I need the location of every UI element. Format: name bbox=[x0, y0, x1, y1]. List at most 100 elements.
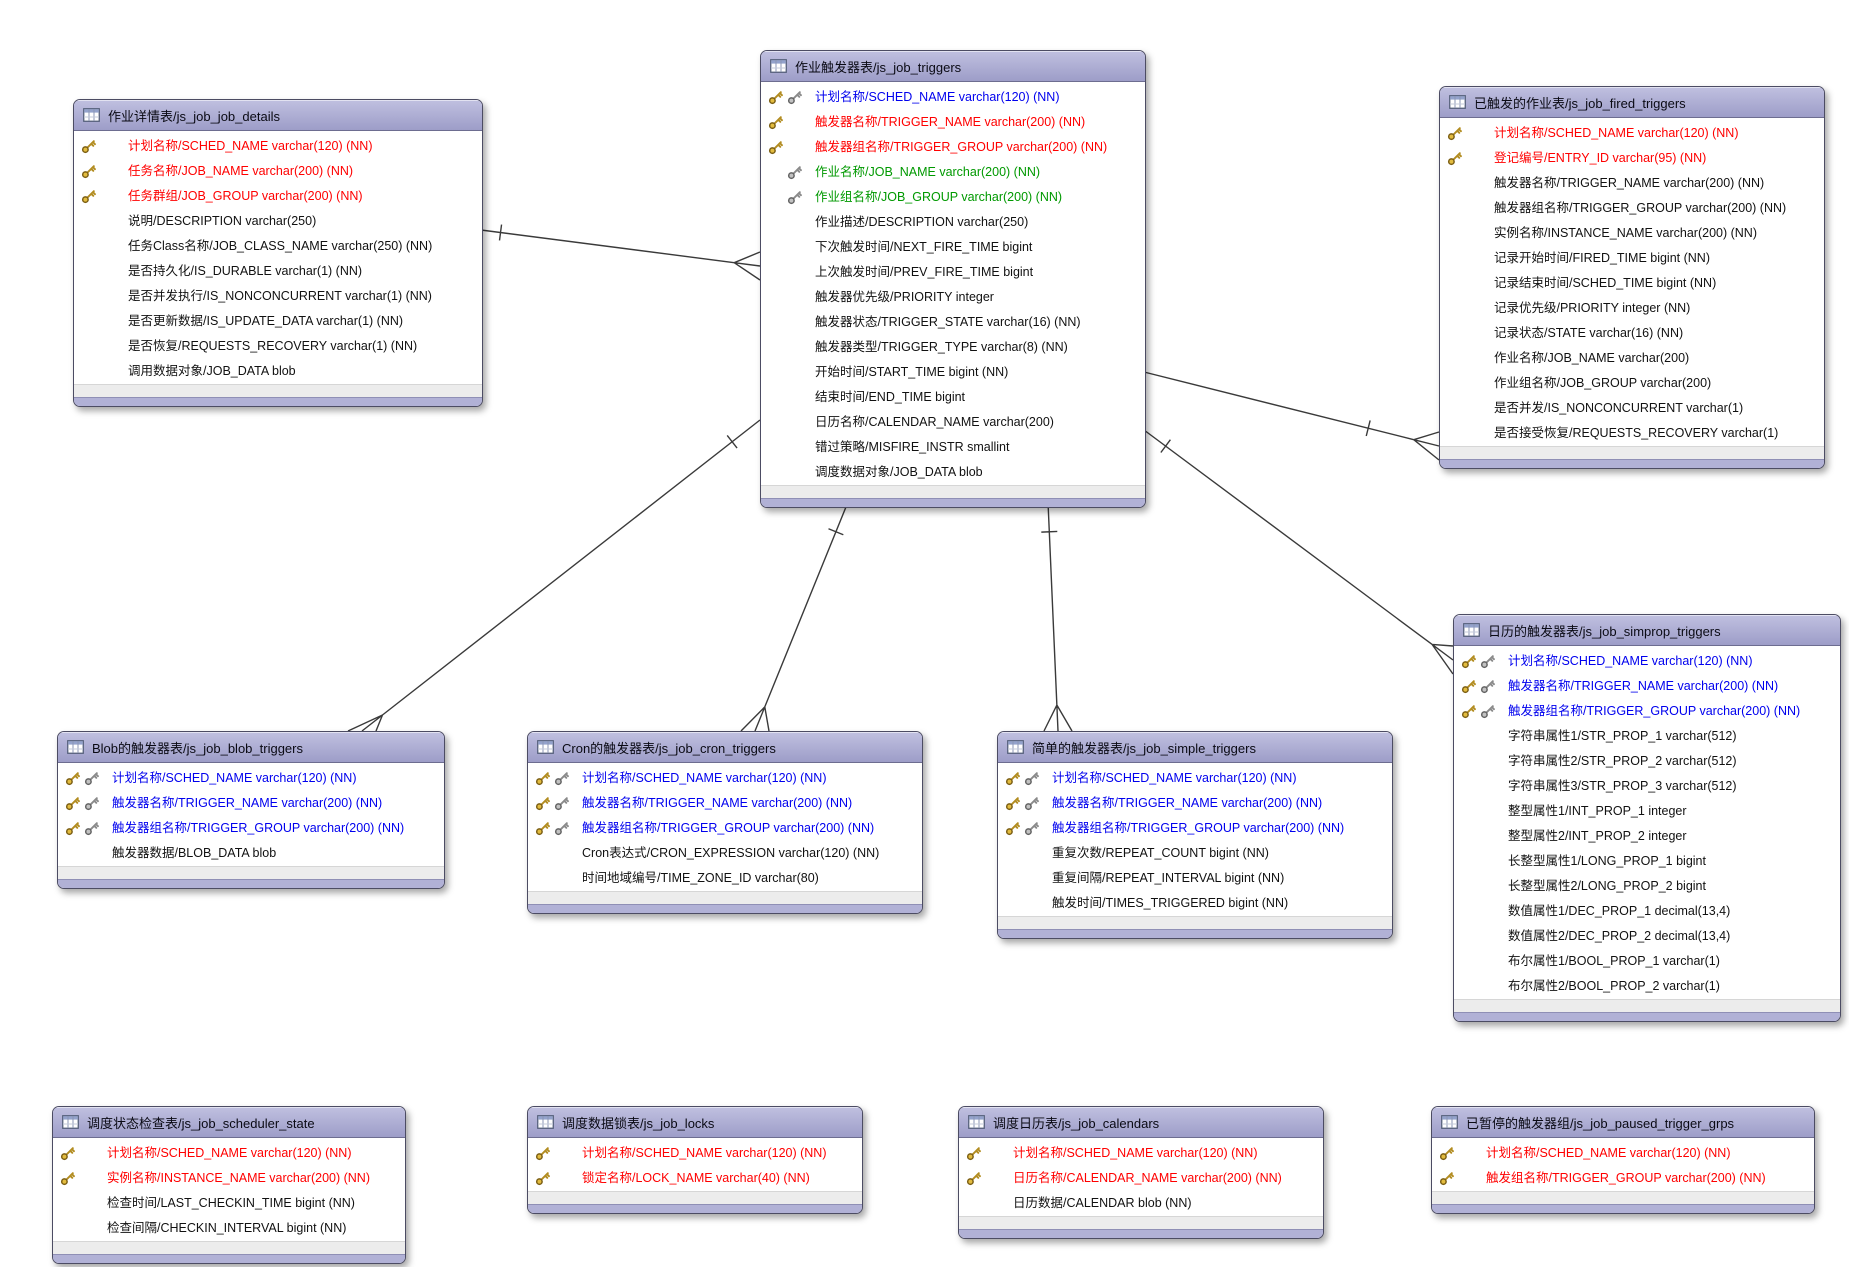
table-field-row[interactable]: 触发器组名称/TRIGGER_GROUP varchar(200) (NN) bbox=[761, 135, 1145, 160]
table-header[interactable]: 调度日历表/js_job_calendars bbox=[959, 1107, 1323, 1138]
table-field-row[interactable]: 计划名称/SCHED_NAME varchar(120) (NN) bbox=[1454, 649, 1840, 674]
table-field-row[interactable]: 记录状态/STATE varchar(16) (NN) bbox=[1440, 321, 1824, 346]
table-field-row[interactable]: 记录开始时间/FIRED_TIME bigint (NN) bbox=[1440, 246, 1824, 271]
table-paused_trigger_grps[interactable]: 已暂停的触发器组/js_job_paused_trigger_grps 计划名称… bbox=[1431, 1106, 1815, 1214]
table-field-row[interactable]: 日历名称/CALENDAR_NAME varchar(200) bbox=[761, 410, 1145, 435]
table-field-row[interactable]: 下次触发时间/NEXT_FIRE_TIME bigint bbox=[761, 235, 1145, 260]
table-field-row[interactable]: 记录结束时间/SCHED_TIME bigint (NN) bbox=[1440, 271, 1824, 296]
table-field-row[interactable]: 是否更新数据/IS_UPDATE_DATA varchar(1) (NN) bbox=[74, 309, 482, 334]
table-field-row[interactable]: 重复间隔/REPEAT_INTERVAL bigint (NN) bbox=[998, 866, 1392, 891]
table-field-row[interactable]: 实例名称/INSTANCE_NAME varchar(200) (NN) bbox=[1440, 221, 1824, 246]
table-field-row[interactable]: 触发器组名称/TRIGGER_GROUP varchar(200) (NN) bbox=[1440, 196, 1824, 221]
table-field-row[interactable]: 计划名称/SCHED_NAME varchar(120) (NN) bbox=[528, 1141, 862, 1166]
table-field-row[interactable]: 任务群组/JOB_GROUP varchar(200) (NN) bbox=[74, 184, 482, 209]
table-field-row[interactable]: 登记编号/ENTRY_ID varchar(95) (NN) bbox=[1440, 146, 1824, 171]
table-field-row[interactable]: 是否恢复/REQUESTS_RECOVERY varchar(1) (NN) bbox=[74, 334, 482, 359]
table-header[interactable]: 调度数据锁表/js_job_locks bbox=[528, 1107, 862, 1138]
table-field-row[interactable]: 任务Class名称/JOB_CLASS_NAME varchar(250) (N… bbox=[74, 234, 482, 259]
table-field-row[interactable]: 触发器名称/TRIGGER_NAME varchar(200) (NN) bbox=[1440, 171, 1824, 196]
table-header[interactable]: 作业触发器表/js_job_triggers bbox=[761, 51, 1145, 82]
table-field-row[interactable]: 触发器名称/TRIGGER_NAME varchar(200) (NN) bbox=[528, 791, 922, 816]
table-header[interactable]: 日历的触发器表/js_job_simprop_triggers bbox=[1454, 615, 1840, 646]
table-simprop_triggers[interactable]: 日历的触发器表/js_job_simprop_triggers 计划名称/SCH… bbox=[1453, 614, 1841, 1022]
table-field-row[interactable]: 是否持久化/IS_DURABLE varchar(1) (NN) bbox=[74, 259, 482, 284]
table-field-row[interactable]: 计划名称/SCHED_NAME varchar(120) (NN) bbox=[998, 766, 1392, 791]
table-field-row[interactable]: 计划名称/SCHED_NAME varchar(120) (NN) bbox=[1440, 121, 1824, 146]
table-calendars[interactable]: 调度日历表/js_job_calendars 计划名称/SCHED_NAME v… bbox=[958, 1106, 1324, 1239]
table-field-row[interactable]: 数值属性1/DEC_PROP_1 decimal(13,4) bbox=[1454, 899, 1840, 924]
table-field-row[interactable]: 触发组名称/TRIGGER_GROUP varchar(200) (NN) bbox=[1432, 1166, 1814, 1191]
table-locks[interactable]: 调度数据锁表/js_job_locks 计划名称/SCHED_NAME varc… bbox=[527, 1106, 863, 1214]
table-header[interactable]: 简单的触发器表/js_job_simple_triggers bbox=[998, 732, 1392, 763]
table-field-row[interactable]: 字符串属性2/STR_PROP_2 varchar(512) bbox=[1454, 749, 1840, 774]
table-field-row[interactable]: 长整型属性2/LONG_PROP_2 bigint bbox=[1454, 874, 1840, 899]
table-field-row[interactable]: Cron表达式/CRON_EXPRESSION varchar(120) (NN… bbox=[528, 841, 922, 866]
table-field-row[interactable]: 作业描述/DESCRIPTION varchar(250) bbox=[761, 210, 1145, 235]
table-field-row[interactable]: 检查间隔/CHECKIN_INTERVAL bigint (NN) bbox=[53, 1216, 405, 1241]
table-header[interactable]: 作业详情表/js_job_job_details bbox=[74, 100, 482, 131]
table-field-row[interactable]: 计划名称/SCHED_NAME varchar(120) (NN) bbox=[959, 1141, 1323, 1166]
table-header[interactable]: Blob的触发器表/js_job_blob_triggers bbox=[58, 732, 444, 763]
table-field-row[interactable]: 触发器类型/TRIGGER_TYPE varchar(8) (NN) bbox=[761, 335, 1145, 360]
table-header[interactable]: 已暂停的触发器组/js_job_paused_trigger_grps bbox=[1432, 1107, 1814, 1138]
table-field-row[interactable]: 日历数据/CALENDAR blob (NN) bbox=[959, 1191, 1323, 1216]
table-field-row[interactable]: 是否并发执行/IS_NONCONCURRENT varchar(1) (NN) bbox=[74, 284, 482, 309]
table-field-row[interactable]: 整型属性1/INT_PROP_1 integer bbox=[1454, 799, 1840, 824]
table-field-row[interactable]: 记录优先级/PRIORITY integer (NN) bbox=[1440, 296, 1824, 321]
table-field-row[interactable]: 触发器组名称/TRIGGER_GROUP varchar(200) (NN) bbox=[1454, 699, 1840, 724]
table-field-row[interactable]: 触发器状态/TRIGGER_STATE varchar(16) (NN) bbox=[761, 310, 1145, 335]
table-field-row[interactable]: 检查时间/LAST_CHECKIN_TIME bigint (NN) bbox=[53, 1191, 405, 1216]
table-field-row[interactable]: 字符串属性1/STR_PROP_1 varchar(512) bbox=[1454, 724, 1840, 749]
table-field-row[interactable]: 触发器优先级/PRIORITY integer bbox=[761, 285, 1145, 310]
table-field-row[interactable]: 作业组名称/JOB_GROUP varchar(200) bbox=[1440, 371, 1824, 396]
table-field-row[interactable]: 触发器名称/TRIGGER_NAME varchar(200) (NN) bbox=[58, 791, 444, 816]
table-field-row[interactable]: 作业组名称/JOB_GROUP varchar(200) (NN) bbox=[761, 185, 1145, 210]
table-field-row[interactable]: 长整型属性1/LONG_PROP_1 bigint bbox=[1454, 849, 1840, 874]
table-triggers[interactable]: 作业触发器表/js_job_triggers 计划名称/SCHED_NAME v… bbox=[760, 50, 1146, 508]
table-field-row[interactable]: 数值属性2/DEC_PROP_2 decimal(13,4) bbox=[1454, 924, 1840, 949]
table-field-row[interactable]: 计划名称/SCHED_NAME varchar(120) (NN) bbox=[761, 85, 1145, 110]
table-field-row[interactable]: 结束时间/END_TIME bigint bbox=[761, 385, 1145, 410]
table-field-row[interactable]: 布尔属性2/BOOL_PROP_2 varchar(1) bbox=[1454, 974, 1840, 999]
table-field-row[interactable]: 上次触发时间/PREV_FIRE_TIME bigint bbox=[761, 260, 1145, 285]
table-field-row[interactable]: 调用数据对象/JOB_DATA blob bbox=[74, 359, 482, 384]
table-field-row[interactable]: 触发器数据/BLOB_DATA blob bbox=[58, 841, 444, 866]
table-scheduler_state[interactable]: 调度状态检查表/js_job_scheduler_state 计划名称/SCHE… bbox=[52, 1106, 406, 1264]
table-field-row[interactable]: 计划名称/SCHED_NAME varchar(120) (NN) bbox=[74, 134, 482, 159]
table-field-row[interactable]: 作业名称/JOB_NAME varchar(200) (NN) bbox=[761, 160, 1145, 185]
table-field-row[interactable]: 开始时间/START_TIME bigint (NN) bbox=[761, 360, 1145, 385]
table-field-row[interactable]: 计划名称/SCHED_NAME varchar(120) (NN) bbox=[528, 766, 922, 791]
table-field-row[interactable]: 错过策略/MISFIRE_INSTR smallint bbox=[761, 435, 1145, 460]
table-header[interactable]: 已触发的作业表/js_job_fired_triggers bbox=[1440, 87, 1824, 118]
table-field-row[interactable]: 是否接受恢复/REQUESTS_RECOVERY varchar(1) bbox=[1440, 421, 1824, 446]
table-field-row[interactable]: 作业名称/JOB_NAME varchar(200) bbox=[1440, 346, 1824, 371]
table-job_details[interactable]: 作业详情表/js_job_job_details 计划名称/SCHED_NAME… bbox=[73, 99, 483, 407]
table-field-row[interactable]: 触发器名称/TRIGGER_NAME varchar(200) (NN) bbox=[761, 110, 1145, 135]
table-field-row[interactable]: 是否并发/IS_NONCONCURRENT varchar(1) bbox=[1440, 396, 1824, 421]
table-field-row[interactable]: 计划名称/SCHED_NAME varchar(120) (NN) bbox=[1432, 1141, 1814, 1166]
table-field-row[interactable]: 说明/DESCRIPTION varchar(250) bbox=[74, 209, 482, 234]
table-field-row[interactable]: 触发器名称/TRIGGER_NAME varchar(200) (NN) bbox=[1454, 674, 1840, 699]
table-field-row[interactable]: 日历名称/CALENDAR_NAME varchar(200) (NN) bbox=[959, 1166, 1323, 1191]
table-field-row[interactable]: 计划名称/SCHED_NAME varchar(120) (NN) bbox=[58, 766, 444, 791]
table-field-row[interactable]: 计划名称/SCHED_NAME varchar(120) (NN) bbox=[53, 1141, 405, 1166]
table-field-row[interactable]: 布尔属性1/BOOL_PROP_1 varchar(1) bbox=[1454, 949, 1840, 974]
table-field-row[interactable]: 时间地域编号/TIME_ZONE_ID varchar(80) bbox=[528, 866, 922, 891]
table-field-row[interactable]: 实例名称/INSTANCE_NAME varchar(200) (NN) bbox=[53, 1166, 405, 1191]
table-field-row[interactable]: 触发器名称/TRIGGER_NAME varchar(200) (NN) bbox=[998, 791, 1392, 816]
table-field-row[interactable]: 整型属性2/INT_PROP_2 integer bbox=[1454, 824, 1840, 849]
table-field-row[interactable]: 字符串属性3/STR_PROP_3 varchar(512) bbox=[1454, 774, 1840, 799]
table-header[interactable]: 调度状态检查表/js_job_scheduler_state bbox=[53, 1107, 405, 1138]
table-cron_triggers[interactable]: Cron的触发器表/js_job_cron_triggers 计划名称/SCHE… bbox=[527, 731, 923, 914]
table-blob_triggers[interactable]: Blob的触发器表/js_job_blob_triggers 计划名称/SCHE… bbox=[57, 731, 445, 889]
table-header[interactable]: Cron的触发器表/js_job_cron_triggers bbox=[528, 732, 922, 763]
table-field-row[interactable]: 触发器组名称/TRIGGER_GROUP varchar(200) (NN) bbox=[58, 816, 444, 841]
table-field-row[interactable]: 触发器组名称/TRIGGER_GROUP varchar(200) (NN) bbox=[998, 816, 1392, 841]
table-field-row[interactable]: 任务名称/JOB_NAME varchar(200) (NN) bbox=[74, 159, 482, 184]
table-field-row[interactable]: 触发时间/TIMES_TRIGGERED bigint (NN) bbox=[998, 891, 1392, 916]
table-simple_triggers[interactable]: 简单的触发器表/js_job_simple_triggers 计划名称/SCHE… bbox=[997, 731, 1393, 939]
table-field-row[interactable]: 锁定名称/LOCK_NAME varchar(40) (NN) bbox=[528, 1166, 862, 1191]
table-field-row[interactable]: 触发器组名称/TRIGGER_GROUP varchar(200) (NN) bbox=[528, 816, 922, 841]
table-field-row[interactable]: 重复次数/REPEAT_COUNT bigint (NN) bbox=[998, 841, 1392, 866]
table-fired_triggers[interactable]: 已触发的作业表/js_job_fired_triggers 计划名称/SCHED… bbox=[1439, 86, 1825, 469]
